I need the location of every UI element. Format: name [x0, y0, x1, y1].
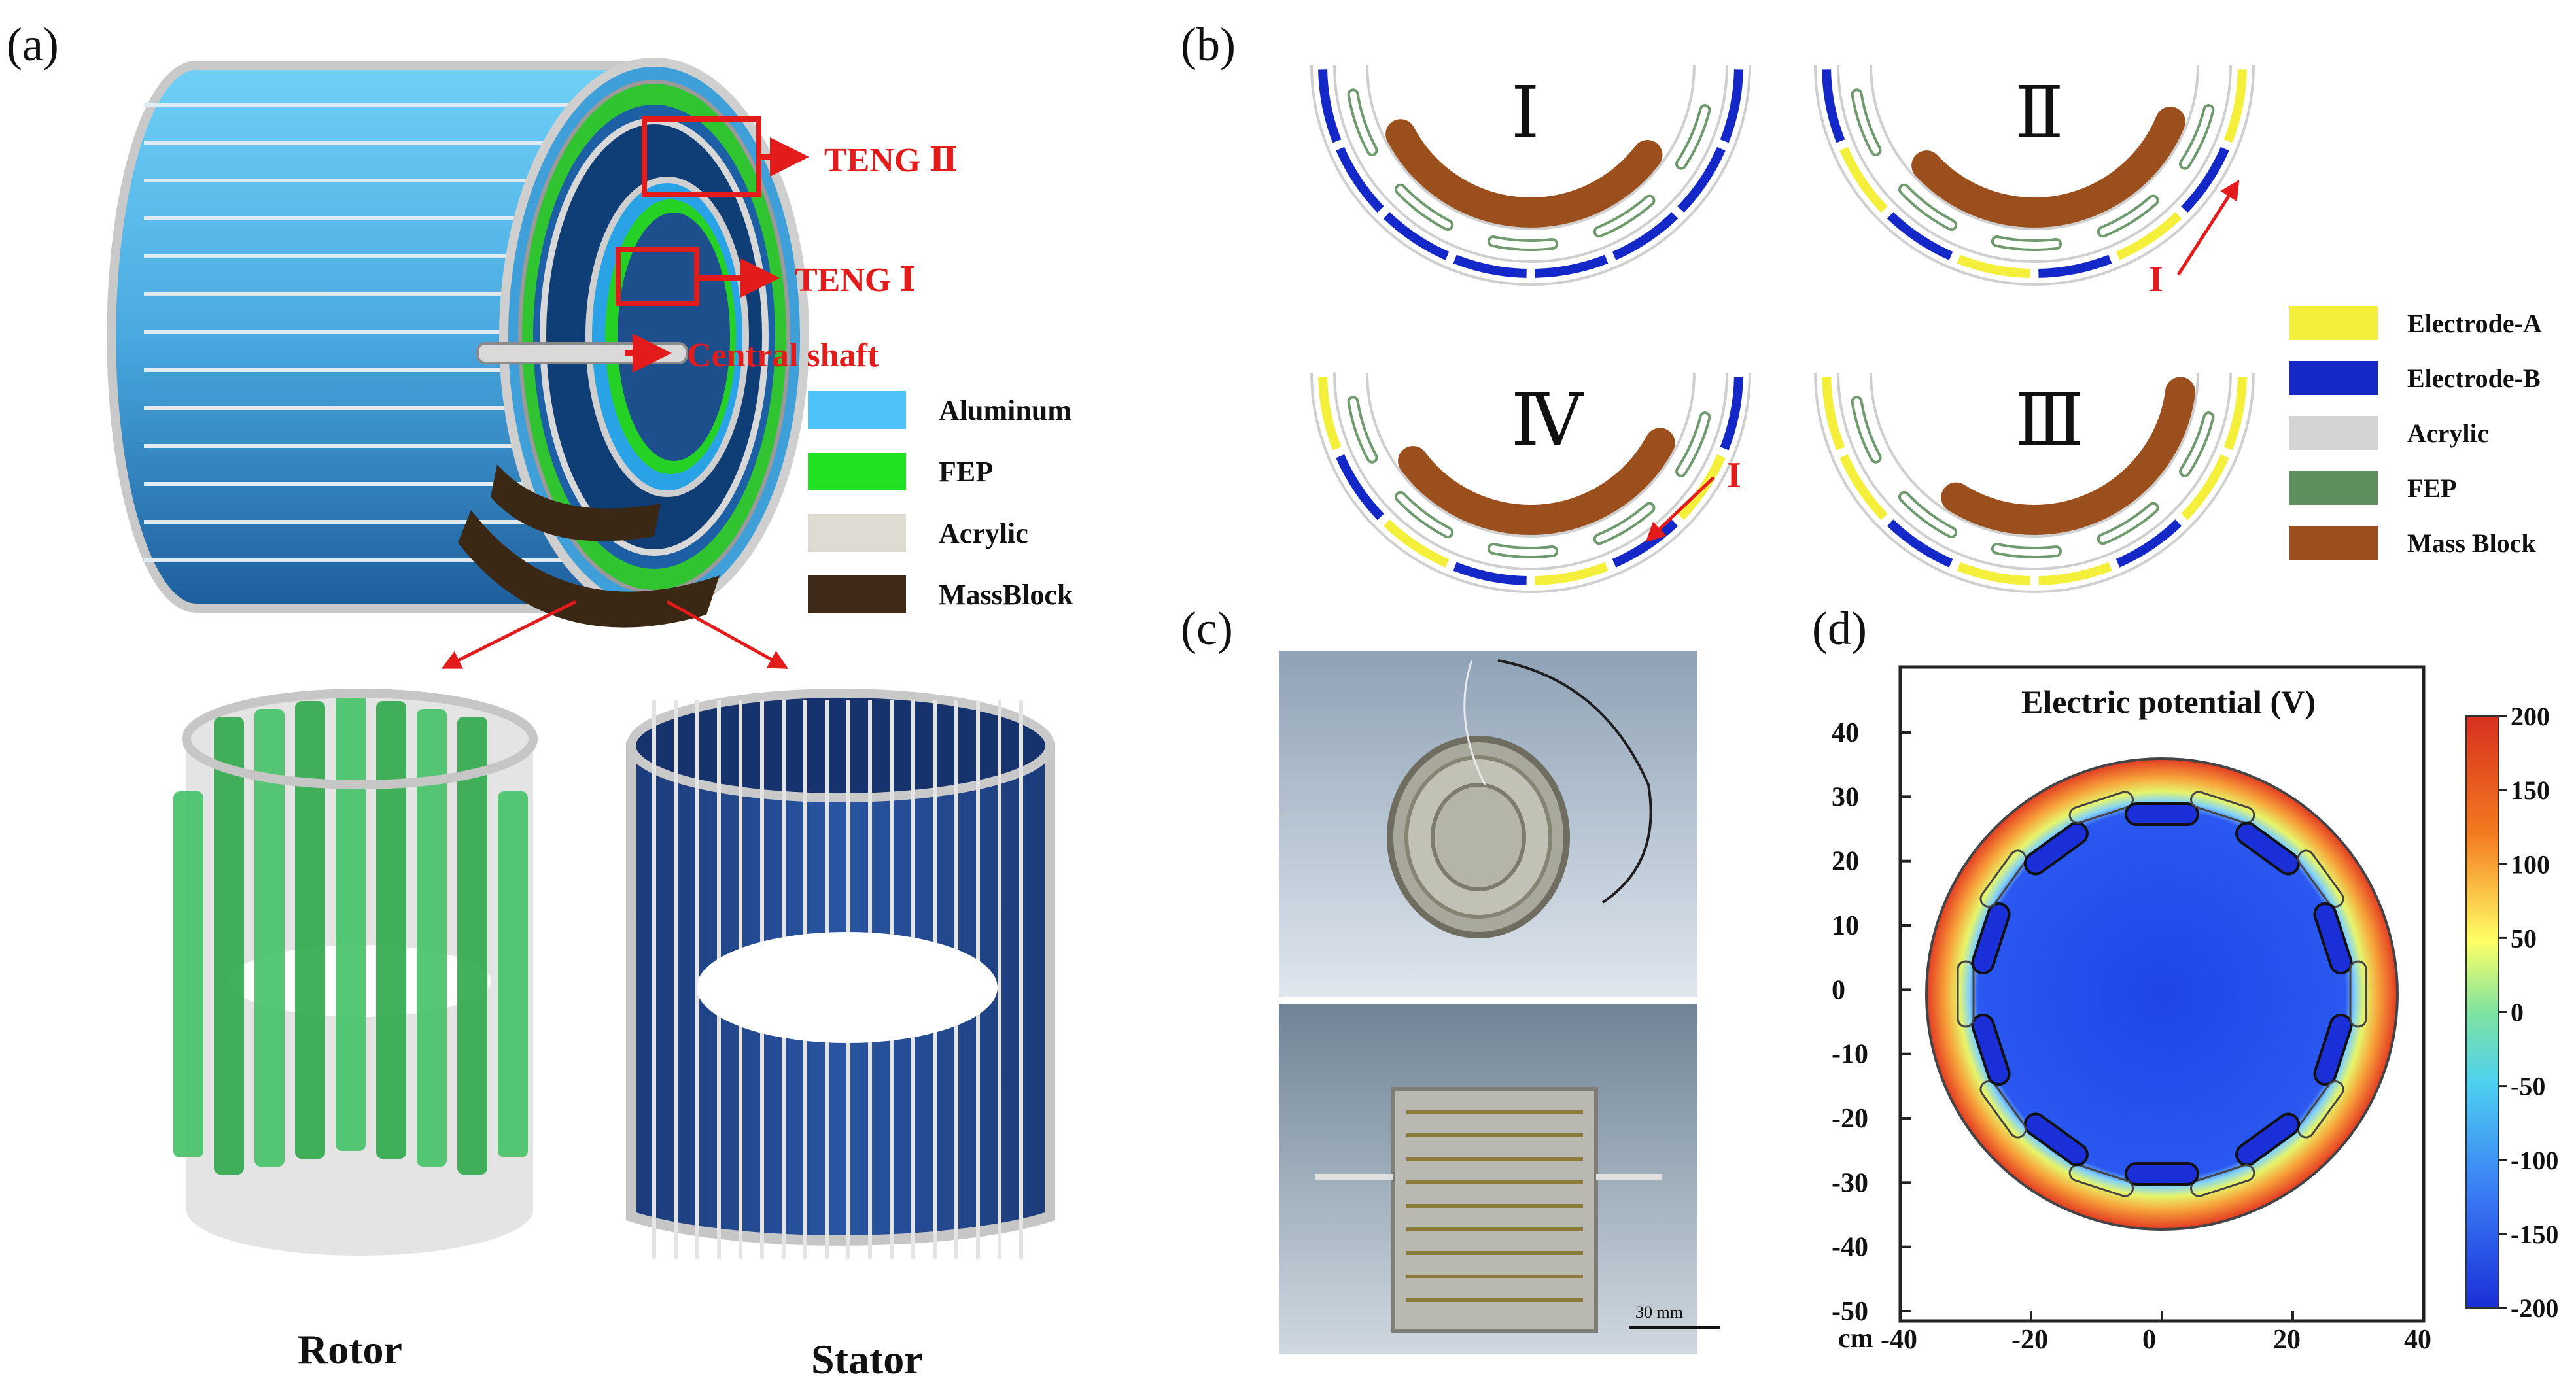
- axis-unit: cm: [1838, 1324, 1873, 1354]
- colorbar-tick-label: 150: [2511, 776, 2550, 805]
- legend-b-swatch: [2289, 471, 2378, 505]
- teng2-label: TENG Ⅱ: [824, 142, 958, 179]
- current-label: I: [2149, 259, 2163, 300]
- stator-caption: Stator: [811, 1336, 923, 1382]
- legend-a-swatch: [808, 575, 906, 613]
- colorbar-tick-label: 50: [2511, 923, 2537, 953]
- legend-b-swatch: [2289, 526, 2378, 560]
- y-tick-label: -50: [1832, 1297, 1868, 1327]
- working-state-2: Ⅱ: [1814, 65, 2255, 286]
- device-photo-side: [1279, 1004, 1697, 1354]
- legend-b-swatch: [2289, 416, 2378, 450]
- teng1-label: TENG Ⅰ: [795, 262, 916, 299]
- colorbar-tick-label: -150: [2511, 1220, 2558, 1249]
- legend-b-label: FEP: [2407, 473, 2457, 503]
- legend-a-swatch: [808, 453, 906, 490]
- current-arrow-up: [2176, 179, 2240, 276]
- state-label: Ⅲ: [2015, 381, 2084, 460]
- y-tick-label: 40: [1832, 718, 1859, 748]
- current-arrow-down: [1645, 476, 1715, 543]
- state-label: Ⅰ: [1511, 73, 1539, 153]
- legend-a-label: MassBlock: [939, 579, 1073, 611]
- legend-a-swatch: [808, 391, 906, 429]
- y-tick-label: 10: [1832, 911, 1859, 941]
- colorbar-tick-label: -200: [2511, 1294, 2558, 1323]
- legend-b-label: Electrode-B: [2407, 364, 2541, 393]
- colorbar-tick-label: 0: [2511, 998, 2524, 1027]
- panel-d-label: (d): [1812, 602, 1867, 655]
- rotor-illustration: [173, 689, 538, 1256]
- stator-illustration: [626, 689, 1055, 1259]
- x-tick-label: -20: [2011, 1325, 2048, 1355]
- shaft-label: Central shaft: [687, 337, 879, 374]
- legend-b-label: Electrode-A: [2407, 309, 2542, 338]
- potential-map: [1925, 757, 2399, 1231]
- x-tick-label: -40: [1881, 1325, 1917, 1355]
- working-state-1: Ⅰ: [1310, 65, 1751, 286]
- y-tick-label: 0: [1832, 975, 1845, 1005]
- device-photo-front: [1279, 651, 1697, 997]
- legend-b-swatch: [2289, 361, 2378, 395]
- working-states: Ⅰ Ⅱ Ⅳ Ⅲ I I: [1310, 65, 2255, 593]
- legend-a-label: Aluminum: [939, 394, 1071, 426]
- stator-explode-arrow: [666, 600, 789, 669]
- y-tick-label: -10: [1832, 1040, 1868, 1070]
- colorbar-tick-label: -100: [2511, 1146, 2558, 1175]
- legend-b-label: Acrylic: [2407, 419, 2488, 448]
- plot-title: Electric potential (V): [2021, 683, 2316, 720]
- y-tick-label: -20: [1832, 1104, 1868, 1134]
- colorbar: [2465, 715, 2499, 1309]
- x-tick-label: 40: [2404, 1325, 2431, 1355]
- state-label: Ⅱ: [2015, 73, 2064, 153]
- scale-bar-label: 30 mm: [1635, 1303, 1683, 1322]
- panel-a-label: (a): [7, 18, 59, 71]
- y-tick-label: 30: [1832, 782, 1859, 812]
- legend-a-label: Acrylic: [939, 517, 1028, 549]
- colorbar-tick-label: -50: [2511, 1072, 2545, 1101]
- current-label: I: [1727, 455, 1741, 496]
- working-state-4: Ⅲ: [1814, 372, 2255, 593]
- working-state-3: Ⅳ: [1310, 372, 1751, 593]
- colorbar-tick-label: 200: [2511, 702, 2550, 731]
- legend-b-label: Mass Block: [2407, 528, 2536, 558]
- legend-b-swatch: [2289, 306, 2378, 340]
- y-tick-label: 20: [1832, 847, 1859, 877]
- legend-a-swatch: [808, 514, 906, 552]
- colorbar-tick-label: 100: [2511, 849, 2550, 879]
- y-tick-label: -30: [1832, 1168, 1868, 1198]
- rotor-caption: Rotor: [298, 1326, 402, 1373]
- x-tick-label: 20: [2273, 1325, 2301, 1355]
- panel-b-label: (b): [1181, 18, 1236, 71]
- y-tick-label: -40: [1832, 1233, 1868, 1263]
- x-tick-label: 0: [2142, 1325, 2156, 1355]
- rotor-explode-arrow: [441, 600, 577, 669]
- state-label: Ⅳ: [1511, 381, 1584, 460]
- legend-a-label: FEP: [939, 456, 993, 488]
- panel-c-label: (c): [1181, 602, 1233, 655]
